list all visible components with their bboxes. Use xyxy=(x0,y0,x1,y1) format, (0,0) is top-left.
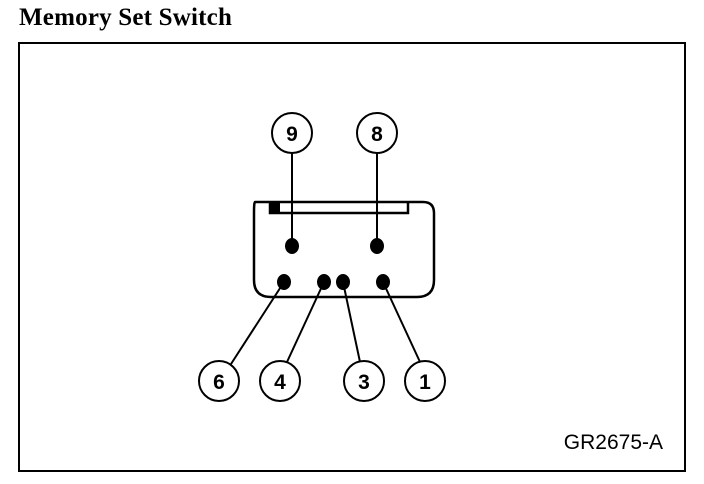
pin-label-8: 8 xyxy=(371,123,383,146)
pin-dot-4 xyxy=(317,274,331,290)
callout-circle-6 xyxy=(198,360,240,402)
wire-3 xyxy=(342,281,361,363)
connector-housing xyxy=(252,200,436,299)
pin-dot-9 xyxy=(285,238,299,254)
pin-label-3: 3 xyxy=(358,371,370,394)
callout-circle-9 xyxy=(271,112,313,154)
callout-circle-8 xyxy=(356,112,398,154)
diagram-frame xyxy=(18,42,686,472)
page-title: Memory Set Switch xyxy=(19,4,233,31)
callout-circle-3 xyxy=(343,360,385,402)
wire-4 xyxy=(286,281,325,363)
callout-circle-4 xyxy=(259,360,301,402)
figure-code: GR2675-A xyxy=(564,431,663,454)
pin-label-1: 1 xyxy=(419,371,431,394)
pin-label-4: 4 xyxy=(274,371,286,394)
key-marker xyxy=(270,203,280,213)
connector-key-notch xyxy=(268,202,410,215)
wire-1 xyxy=(382,281,421,363)
wire-6 xyxy=(230,281,285,365)
pin-dot-8 xyxy=(370,238,384,254)
pin-dot-3 xyxy=(336,274,350,290)
pin-label-9: 9 xyxy=(286,123,298,146)
pin-dot-6 xyxy=(277,274,291,290)
callout-circle-1 xyxy=(404,360,446,402)
pin-label-6: 6 xyxy=(213,371,225,394)
pin-dot-1 xyxy=(376,274,390,290)
